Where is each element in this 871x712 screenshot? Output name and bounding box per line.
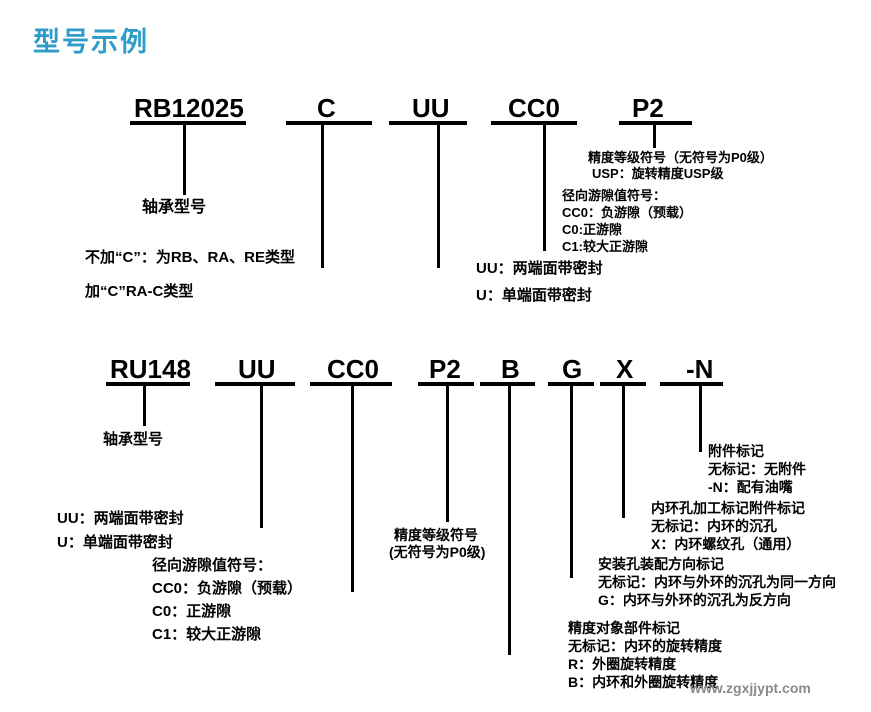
d2-g-title: 安装孔装配方向标记 [598,556,724,572]
underline [130,121,246,125]
d2-code-uu: UU [238,354,276,384]
d1-uu-note1: UU：两端面带密封 [476,260,603,277]
d2-cc0-note2: C0：正游隙 [152,603,232,620]
d2-cc0-note1: CC0：负游隙（预载） [152,580,303,597]
d1-cc0-note2: C0:正游隙 [562,222,622,237]
d2-cc0-title: 径向游隙值符号： [152,557,273,574]
underline [215,382,295,386]
underline [660,382,723,386]
leader-line [508,382,511,655]
d2-uu-note1: UU：两端面带密封 [57,510,184,527]
d1-uu-note2: U：单端面带密封 [476,287,592,304]
d1-cc0-note3: C1:较大正游隙 [562,239,648,254]
leader-line [570,382,573,578]
underline [491,121,577,125]
d2-x-title: 内环孔加工标记附件标记 [651,500,805,516]
underline [106,382,190,386]
d2-g-note1: 无标记：内环与外环的沉孔为同一方向 [598,574,836,590]
d1-code-cc0: CC0 [508,93,561,123]
d2-code-cc0: CC0 [327,354,380,384]
d2-code-n: -N [686,354,714,384]
d2-p2-note1: 精度等级符号 [394,527,478,543]
d1-model-label: 轴承型号 [142,199,207,216]
underline [389,121,467,125]
leader-line [653,121,656,148]
d2-x-note2: X：内环螺纹孔（通用） [651,536,801,552]
d1-code-uu: UU [412,93,450,123]
d2-b-title: 精度对象部件标记 [568,620,680,636]
d2-n-note1: 无标记：无附件 [708,461,806,477]
d1-cc0-title: 径向游隙值符号： [562,188,667,203]
d1-cc0-note1: CC0：负游隙（预载） [562,205,693,220]
underline [286,121,372,125]
d1-p2-note2: USP：旋转精度USP级 [592,166,724,181]
d1-p2-note1: 精度等级符号（无符号为P0级） [588,150,773,165]
d1-c-note1: 不加“C”：为RB、RA、RE类型 [85,249,296,266]
d1-code-model: RB12025 [134,93,244,123]
d2-n-note2: -N：配有油嘴 [708,479,793,495]
d2-code-g: G [562,354,583,384]
d2-cc0-note3: C1：较大正游隙 [152,626,262,643]
leader-line [622,382,625,518]
d2-uu-note2: U：单端面带密封 [57,534,173,551]
leader-line [260,382,263,528]
d2-x-note1: 无标记：内环的沉孔 [651,518,777,534]
d1-c-note2: 加“C”RA-C类型 [85,283,194,300]
d1-code-c: C [317,93,336,123]
d2-b-note1: 无标记：内环的旋转精度 [568,638,722,654]
page-title: 型号示例 [33,27,149,57]
d2-b-note2: R：外圈旋转精度 [568,656,677,672]
leader-line [321,121,324,268]
watermark-url: www.zgxjjypt.com [690,680,811,696]
leader-line [351,382,354,592]
d2-code-b: B [501,354,520,384]
d1-code-p2: P2 [632,93,664,123]
d2-code-model: RU148 [110,354,191,384]
d2-b-note3: B：内环和外圈旋转精度 [568,674,719,690]
d2-n-title: 附件标记 [708,443,764,459]
leader-line [699,382,702,452]
d2-code-p2: P2 [429,354,461,384]
leader-line [543,121,546,251]
d2-p2-note2: (无符号为P0级) [389,544,486,560]
d2-model-label: 轴承型号 [103,431,164,448]
leader-line [446,382,449,522]
leader-line [183,121,186,195]
d2-g-note2: G：内环与外环的沉孔为反方向 [598,592,791,608]
leader-line [143,382,146,426]
leader-line [437,121,440,268]
underline [480,382,535,386]
d2-code-x: X [616,354,634,384]
